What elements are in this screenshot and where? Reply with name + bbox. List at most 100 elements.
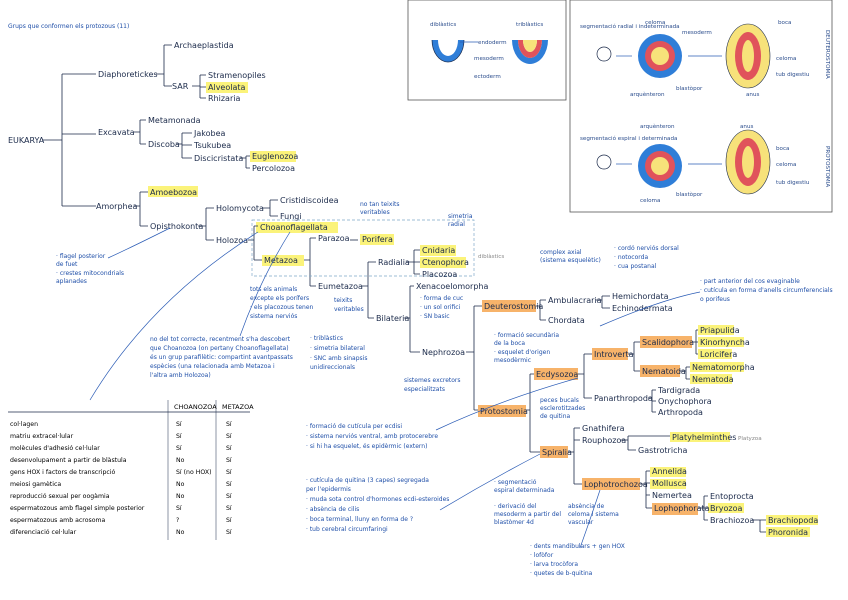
table-row-label: meiosi gamètica [10, 480, 61, 488]
svg-text:esclerotitzades: esclerotitzades [540, 405, 585, 412]
metazoa-branches [304, 237, 316, 287]
table-cell-metazoa: Sí [226, 528, 232, 536]
tub-digestiu-label-2: tub digestiu [776, 180, 810, 186]
choanozoa-note-arrow [239, 231, 291, 337]
svg-text:(sistema esquelètic): (sistema esquelètic) [540, 257, 601, 264]
node-eukarya: EUKARYA [8, 136, 45, 145]
table-row-label: diferenciació cel·lular [10, 528, 77, 536]
arquenteron-label: arquènteron [630, 91, 665, 98]
node-deuterostomia: Deuterostomia [484, 302, 543, 311]
node-spiralia: Spiralia [542, 448, 572, 457]
alveolata-highlight [206, 82, 248, 93]
table-cell-choanozoa: No [176, 529, 185, 536]
bilateria-note: · triblàstics · simetria bilateral · SNC… [310, 335, 367, 371]
svg-text:absència de: absència de [568, 503, 604, 510]
table-cell-metazoa: Sí [226, 480, 232, 488]
svg-text:aplanades: aplanades [56, 278, 87, 285]
node-amorphea: Amorphea [96, 202, 138, 211]
protostomia-note: · cutícula de quitina (3 capes) segregad… [306, 477, 449, 533]
kinorhyncha-highlight [698, 337, 744, 347]
node-chordata: Chordata [548, 316, 585, 325]
table-cell-choanozoa: Sí (no HOX) [176, 468, 211, 476]
excavata-branches [134, 119, 146, 145]
svg-text:· derivació del: · derivació del [494, 503, 537, 510]
node-sar: SAR [172, 82, 189, 91]
node-ambulacraria: Ambulacraria [548, 296, 602, 305]
nematomorpha-highlight [690, 362, 744, 372]
node-nephrozoa: Nephrozoa [422, 348, 465, 357]
node-entoprocta: Entoprocta [710, 492, 754, 501]
node-holozoa: Holozoa [216, 236, 248, 245]
table-cell-metazoa: Sí [226, 468, 232, 476]
introverta-branches [628, 341, 640, 372]
platyzoa-note: Platyzoa [738, 436, 762, 442]
choanoflagellata-highlight [256, 222, 338, 233]
svg-text:· lofòfor: · lofòfor [530, 552, 554, 559]
celoma-label-2: celoma [776, 56, 796, 62]
svg-text:complex axial: complex axial [540, 249, 582, 256]
svg-text:· sistema nerviós ventral, amb: · sistema nerviós ventral, amb protocere… [306, 433, 438, 440]
anus-label-2: anus [740, 124, 754, 130]
node-nemertea: Nemertea [652, 491, 692, 500]
node-ctenophora: Ctenophora [422, 258, 469, 267]
svg-text:de la boca: de la boca [494, 340, 525, 347]
node-echinodermata: Echinodermata [612, 304, 673, 313]
svg-text:o porifeus: o porifeus [700, 296, 730, 303]
table-cell-choanozoa: Sí [176, 504, 182, 512]
discoba-branches [176, 132, 192, 159]
svg-text:no tan teixits: no tan teixits [360, 201, 400, 208]
node-metazoa: Metazoa [264, 256, 298, 265]
svg-text:· cutícula en forma d'anells c: · cutícula en forma d'anells circumferen… [700, 287, 833, 294]
node-porifera: Porifera [362, 235, 393, 244]
node-parazoa: Parazoa [318, 234, 350, 243]
mollusca-highlight [650, 479, 686, 489]
node-platyhelminthes: Platyhelminthes [672, 433, 736, 442]
nephrozoa-note: sistemes excretors especialitzats [404, 377, 461, 393]
table-cell-metazoa: Sí [226, 432, 232, 440]
svg-text:· part anterior del cos evagin: · part anterior del cos evaginable [700, 278, 800, 285]
node-scalidophora: Scalidophora [642, 338, 694, 347]
egg-cell-1 [596, 46, 612, 62]
svg-text:espiral determinada: espiral determinada [494, 487, 555, 494]
nematoda-highlight [690, 374, 732, 384]
brachiozoa-branches [752, 519, 766, 533]
table-row-label: molècules d'adhesió cel·lular [10, 444, 100, 452]
metazoa-highlight [262, 255, 304, 266]
amorphea-branches [134, 191, 148, 227]
node-lophophorata: Lophophorata [654, 504, 710, 513]
eumetazoa-note: teixits veritables [334, 297, 364, 313]
triblastic-mesoderm-shape [518, 40, 542, 58]
panarthropoda-branches [648, 389, 656, 413]
arquenteron-label-2: arquènteron [640, 123, 675, 130]
node-jakobea: Jakobea [193, 129, 226, 138]
sar-branches [192, 74, 206, 99]
loricifera-highlight [698, 349, 732, 359]
svg-text:· els placozous tenen: · els placozous tenen [250, 304, 314, 311]
node-bilateria: Bilateria [376, 314, 409, 323]
node-holomycota: Holomycota [216, 204, 264, 213]
svg-text:mesoderm a partir del: mesoderm a partir del [494, 511, 561, 518]
radial-segmentation-label: segmentació radial i indeterminada [580, 23, 680, 30]
protostomia-highlight [478, 405, 526, 417]
table-row-label: col·lagen [10, 421, 38, 428]
node-eumetazoa: Eumetazoa [318, 282, 363, 291]
embryo-1-gut [742, 40, 754, 72]
euglenozoa-highlight [250, 151, 296, 162]
svg-text:· cordó nerviós dorsal: · cordó nerviós dorsal [614, 245, 679, 252]
introverta-arrow [599, 291, 701, 327]
scalidophora-highlight [640, 336, 692, 348]
metazoa-note: tots els animals excepte els porífers · … [250, 286, 314, 320]
svg-text:· si hi ha esquelet, és epidèr: · si hi ha esquelet, és epidèrmic (exter… [306, 443, 427, 450]
svg-text:és un grup parafilètic: compar: és un grup parafilètic: compartint avant… [150, 354, 293, 361]
ecdysozoa-arrow [435, 377, 579, 431]
table-cell-metazoa: Sí [226, 444, 232, 452]
egg-cell-2 [596, 154, 612, 170]
svg-text:teixits: teixits [334, 297, 352, 304]
eumetazoa-branches [362, 261, 376, 319]
ecdysozoa-note: · formació de cutícula per ecdisi · sist… [306, 423, 438, 450]
xenacoelomorpha-note: · forma de cuc · un sol orifici · SN bas… [420, 295, 463, 320]
svg-text:· tub cerebral circumfaringi: · tub cerebral circumfaringi [306, 526, 388, 533]
spiralia-note: · segmentació espiral determinada · deri… [494, 479, 561, 526]
germ-layers-diagram: diblàstics triblàstics endoderm mesoderm… [407, 0, 567, 101]
